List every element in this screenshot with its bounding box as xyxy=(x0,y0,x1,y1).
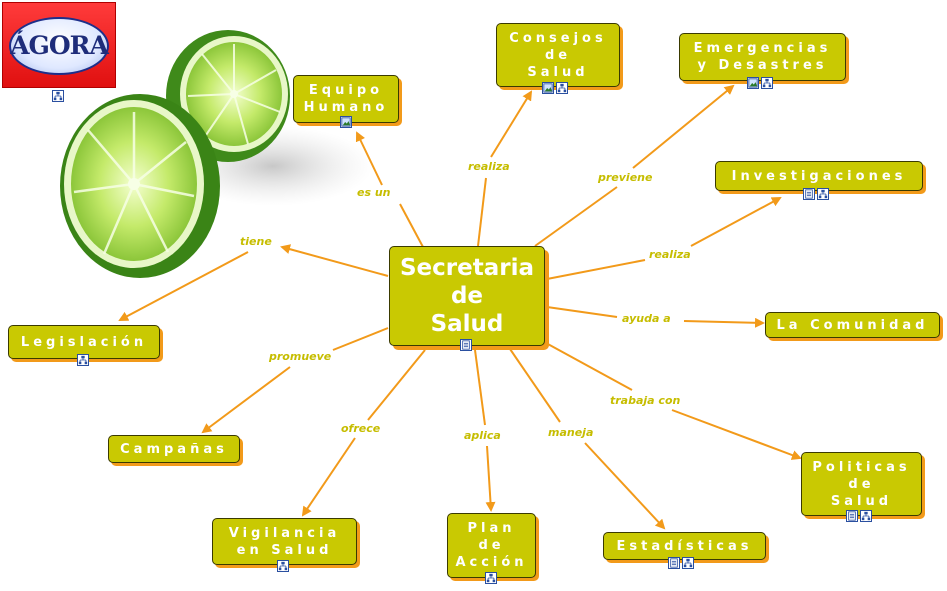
node-label: Secretaria de Salud xyxy=(399,255,534,337)
node-label: Consejos de Salud xyxy=(509,30,607,80)
investigaciones-icons[interactable] xyxy=(803,188,829,200)
node-vigilancia-en-salud[interactable]: Vigilancia en Salud xyxy=(212,518,357,565)
center-icons[interactable] xyxy=(460,339,472,351)
link-realiza-investigaciones: realiza xyxy=(648,248,692,261)
node-label: Campañas xyxy=(120,441,228,457)
link-ayuda-a: ayuda a xyxy=(621,312,672,325)
concept-map-icon[interactable] xyxy=(277,560,289,572)
edge-aplica-plan xyxy=(485,445,496,512)
concept-map-icon[interactable] xyxy=(817,188,829,200)
plan-icons[interactable] xyxy=(485,572,497,584)
node-emergencias-y-desastres[interactable]: Emergencias y Desastres xyxy=(679,33,846,81)
link-previene: previene xyxy=(597,171,654,184)
edge-ofrece-vigilancia xyxy=(301,437,356,517)
edge-previene-emergencias xyxy=(632,84,735,169)
edge-center-promueve xyxy=(332,327,389,351)
edge-realiza-consejos xyxy=(490,90,533,158)
node-label: Plan de Acción xyxy=(455,521,528,570)
concept-map-icon[interactable] xyxy=(52,90,64,102)
document-icon[interactable] xyxy=(460,339,472,351)
edge-center-tiene xyxy=(280,244,389,277)
edge-promueve-campanas xyxy=(201,366,291,434)
image-icon[interactable] xyxy=(747,77,759,89)
edge-center-realiza2 xyxy=(546,259,646,280)
image-icon[interactable] xyxy=(340,116,352,128)
edge-center-maneja xyxy=(509,348,561,423)
node-la-comunidad[interactable]: La Comunidad xyxy=(765,312,940,338)
image-icon[interactable] xyxy=(542,82,554,94)
concept-map-icon[interactable] xyxy=(860,510,872,522)
logo-icons[interactable] xyxy=(52,90,64,102)
document-icon[interactable] xyxy=(803,188,815,200)
concept-map-icon[interactable] xyxy=(77,354,89,366)
node-label: Emergencias y Desastres xyxy=(693,41,832,73)
document-icon[interactable] xyxy=(668,557,680,569)
node-label: Legislación xyxy=(20,334,148,350)
node-estadisticas[interactable]: Estadísticas xyxy=(603,532,766,560)
node-label: Equipo Humano xyxy=(303,83,389,115)
edge-center-aplica xyxy=(474,349,486,426)
concept-map-icon[interactable] xyxy=(682,557,694,569)
concept-map-icon[interactable] xyxy=(485,572,497,584)
consejos-icons[interactable] xyxy=(542,82,568,94)
link-ofrece: ofrece xyxy=(340,422,382,435)
logo-oval xyxy=(9,17,109,75)
link-realiza-consejos: realiza xyxy=(467,160,511,173)
link-promueve: promueve xyxy=(268,350,333,363)
node-legislacion[interactable]: Legislación xyxy=(8,325,160,359)
estadisticas-icons[interactable] xyxy=(668,557,694,569)
link-aplica: aplica xyxy=(463,429,502,442)
node-consejos-de-salud[interactable]: Consejos de Salud xyxy=(496,23,620,87)
politicas-icons[interactable] xyxy=(846,510,872,522)
node-investigaciones[interactable]: Investigaciones xyxy=(715,161,923,191)
edge-center-realiza xyxy=(477,177,487,247)
node-label: Vigilancia en Salud xyxy=(228,525,341,558)
edge-realiza2-invest xyxy=(690,197,782,247)
link-trabaja-con: trabaja con xyxy=(609,394,682,407)
edge-center-trabaja xyxy=(545,342,633,391)
node-campanas[interactable]: Campañas xyxy=(108,435,240,463)
concept-map-icon[interactable] xyxy=(556,82,568,94)
node-label: Estadísticas xyxy=(616,538,753,554)
node-label: Politicas de Salud xyxy=(812,459,911,509)
edge-ayuda-comunidad xyxy=(683,317,765,328)
equipo-icons[interactable] xyxy=(340,116,352,128)
edge-tiene-legislacion xyxy=(118,251,249,321)
link-maneja: maneja xyxy=(547,426,595,439)
vigilancia-icons[interactable] xyxy=(277,560,289,572)
node-politicas-de-salud[interactable]: Politicas de Salud xyxy=(801,452,922,516)
agora-logo[interactable]: ÁGORA xyxy=(2,2,116,88)
edge-trabaja-politicas xyxy=(671,409,802,460)
node-label: La Comunidad xyxy=(776,317,929,333)
logo-text: ÁGORA xyxy=(10,31,109,60)
node-plan-de-accion[interactable]: Plan de Acción xyxy=(447,513,536,578)
emergencias-icons[interactable] xyxy=(747,77,773,89)
node-label: Investigaciones xyxy=(731,168,907,184)
lime-image xyxy=(60,30,373,278)
link-tiene: tiene xyxy=(239,235,273,248)
edge-maneja-estadisticas xyxy=(584,442,666,530)
edge-center-ayuda xyxy=(546,306,618,318)
concept-map-icon[interactable] xyxy=(761,77,773,89)
document-icon[interactable] xyxy=(846,510,858,522)
legislacion-icons[interactable] xyxy=(77,354,89,366)
edge-center-ofrece xyxy=(367,349,426,421)
edge-center-previene xyxy=(534,186,618,247)
link-es-un: es un xyxy=(356,186,392,199)
edge-center-es-un xyxy=(399,203,424,248)
node-secretaria-de-salud[interactable]: Secretaria de Salud xyxy=(389,246,545,346)
